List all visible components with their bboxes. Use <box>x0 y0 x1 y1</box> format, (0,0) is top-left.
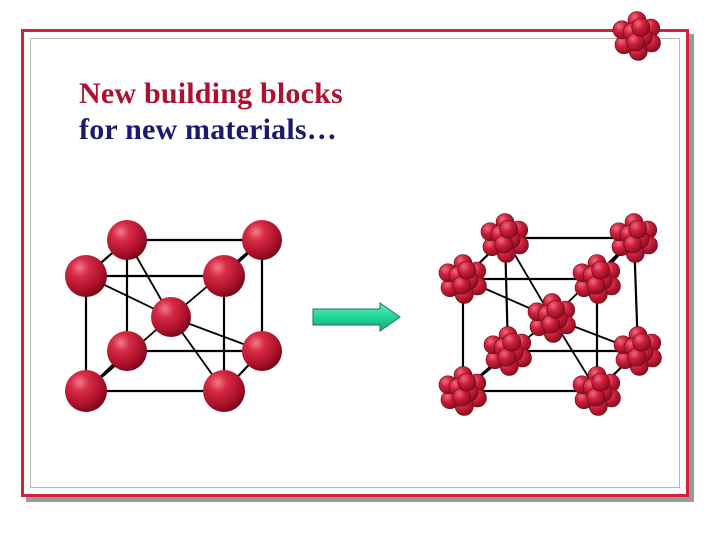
atom-lattice-diagram <box>65 220 282 412</box>
atom-cluster <box>572 366 621 416</box>
atom-sphere <box>203 370 245 412</box>
atom-sphere <box>151 297 191 337</box>
cluster-atom <box>502 332 522 352</box>
cluster-atom <box>591 372 611 392</box>
atom-cluster <box>480 213 529 263</box>
cluster-atom <box>628 219 648 239</box>
atom-sphere <box>242 220 282 260</box>
right-arrow-icon <box>312 302 401 332</box>
atom-cluster <box>612 11 661 61</box>
atom-cluster <box>483 326 532 376</box>
title-line-2: for new materials… <box>79 113 337 146</box>
cluster-atom <box>457 260 477 280</box>
title-line-1: New building blocks <box>79 77 343 110</box>
cluster-lattice-diagram <box>438 213 662 416</box>
cluster-atom <box>499 219 519 239</box>
cluster-atom <box>546 299 566 319</box>
slide-frame <box>21 29 689 497</box>
atom-cluster <box>609 213 658 263</box>
atom-cluster <box>527 293 576 343</box>
atom-cluster <box>438 366 487 416</box>
atom-cluster <box>613 326 662 376</box>
atom-cluster <box>572 254 621 304</box>
atom-sphere <box>107 220 147 260</box>
atom-sphere <box>107 331 147 371</box>
slide-title: New building blocks for new materials… <box>79 76 343 148</box>
atom-sphere <box>242 331 282 371</box>
cluster-atom <box>457 372 477 392</box>
atom-sphere <box>65 370 107 412</box>
cluster-logo-icon <box>612 11 661 61</box>
cluster-atom <box>631 17 651 37</box>
atom-sphere <box>203 255 245 297</box>
cluster-atom <box>632 332 652 352</box>
atom-sphere <box>65 255 107 297</box>
cluster-atom <box>591 260 611 280</box>
atom-cluster <box>438 254 487 304</box>
frame-inner-border <box>30 38 680 488</box>
